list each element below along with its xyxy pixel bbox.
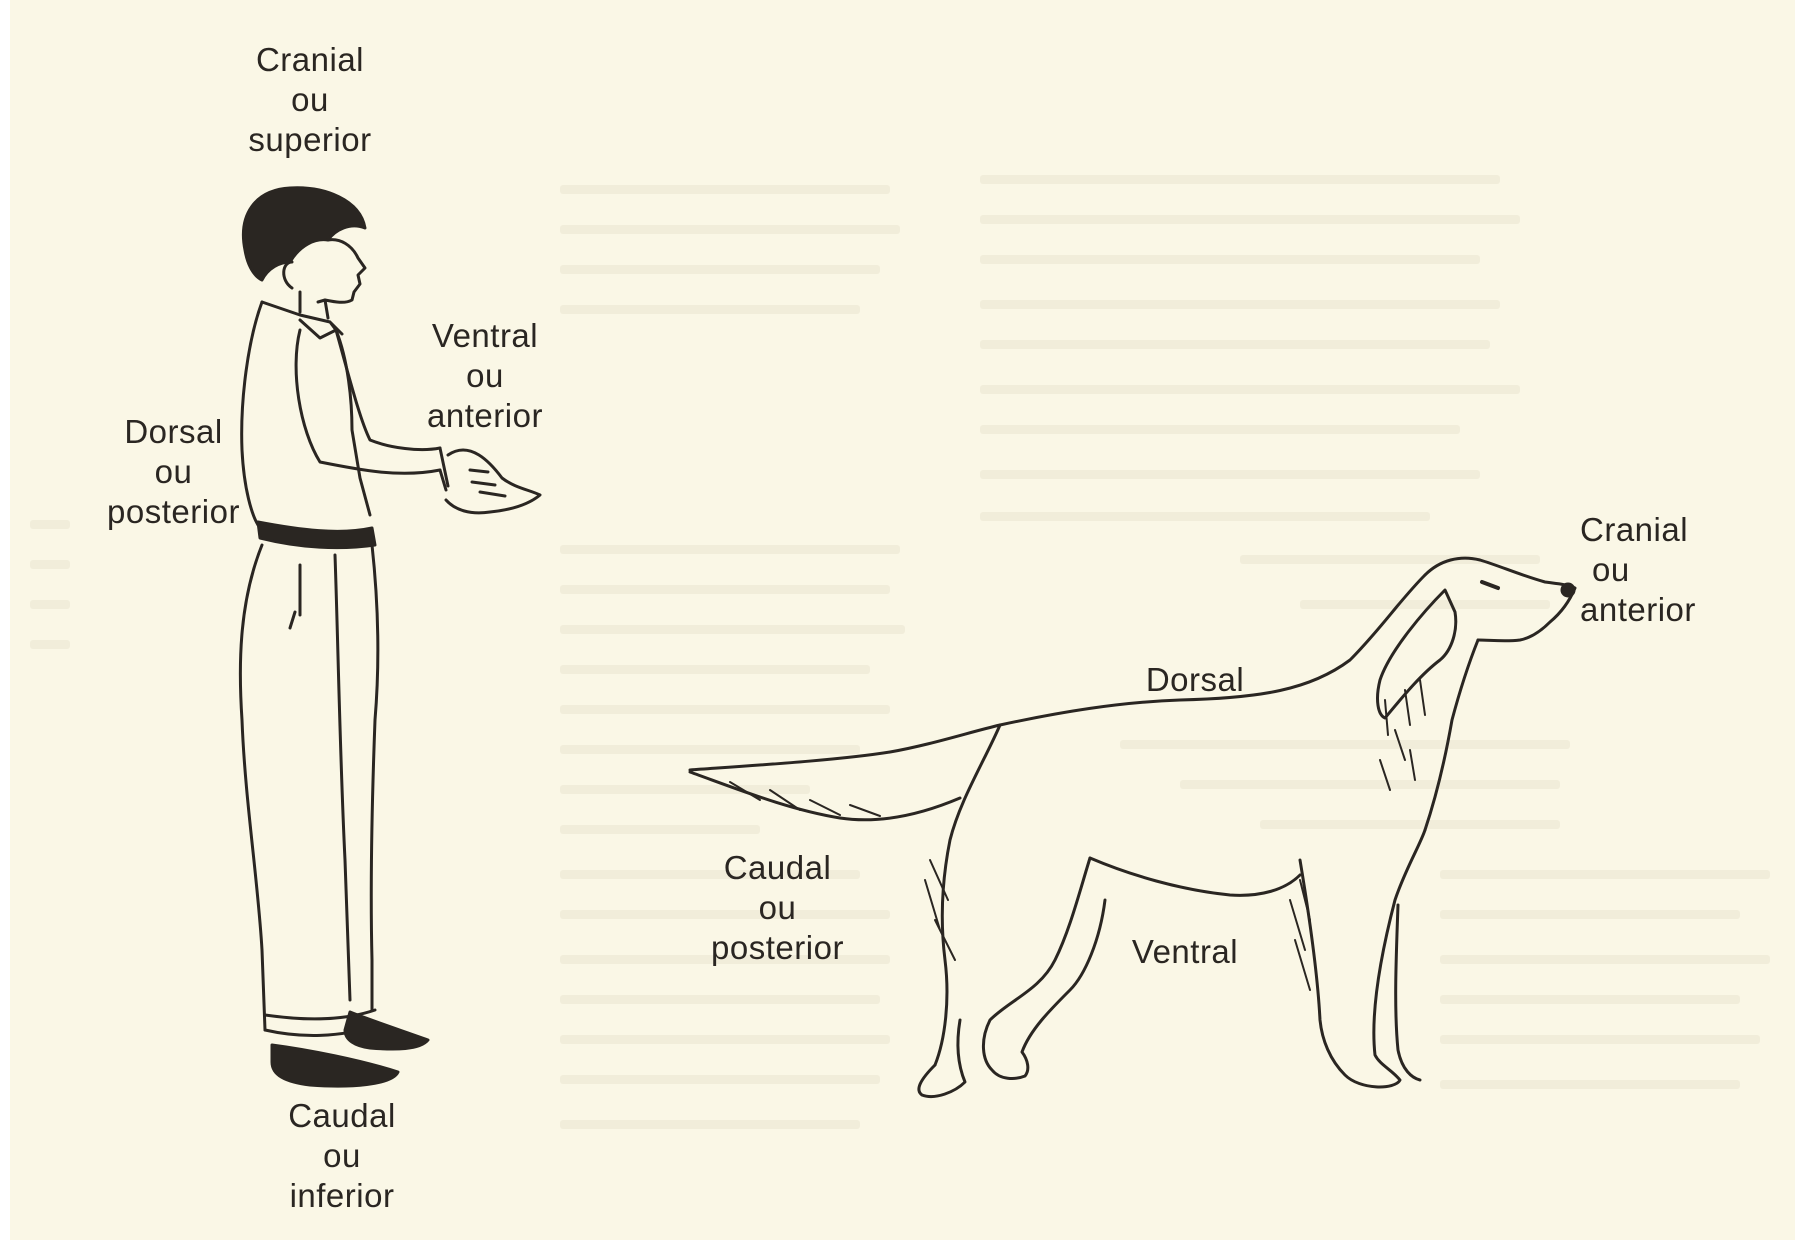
human-hair xyxy=(243,188,365,280)
human-trouser-crease xyxy=(335,555,350,1000)
dog-front-leg-near xyxy=(1300,830,1425,1087)
dog-chest xyxy=(1425,640,1478,830)
dog-nose xyxy=(1562,584,1574,596)
dog-front-leg-far xyxy=(1396,905,1420,1080)
label-dog-cranial: Cranial ou anterior xyxy=(1580,510,1740,630)
dog-rear-leg-near xyxy=(983,858,1105,1078)
label-human-dorsal: Dorsal ou posterior xyxy=(86,412,261,532)
dog-rear-leg-far xyxy=(919,1020,965,1097)
human-ear xyxy=(284,262,292,288)
label-human-cranial: Cranial ou superior xyxy=(220,40,400,160)
dog-belly xyxy=(1090,858,1300,895)
dog-tail xyxy=(690,725,1000,820)
dog-figure xyxy=(690,558,1575,1096)
label-dog-ventral: Ventral xyxy=(1110,932,1260,972)
dog-eye xyxy=(1482,582,1498,588)
human-shoe-back xyxy=(345,1012,428,1049)
human-belt xyxy=(258,522,375,548)
label-human-ventral: Ventral ou anterior xyxy=(400,316,570,436)
dog-ear xyxy=(1378,590,1456,718)
human-hand xyxy=(446,450,540,513)
human-trouser-back xyxy=(240,545,265,1030)
dog-back xyxy=(1000,575,1425,725)
label-human-caudal: Caudal ou inferior xyxy=(262,1096,422,1216)
human-collar xyxy=(262,302,342,338)
human-face xyxy=(318,240,365,303)
label-dog-caudal: Caudal ou posterior xyxy=(690,848,865,968)
label-dog-dorsal: Dorsal xyxy=(1125,660,1265,700)
dog-head xyxy=(1425,558,1575,641)
human-shirt-front xyxy=(336,330,370,515)
human-shoe-front xyxy=(272,1045,398,1086)
human-trouser-front xyxy=(371,545,378,1010)
